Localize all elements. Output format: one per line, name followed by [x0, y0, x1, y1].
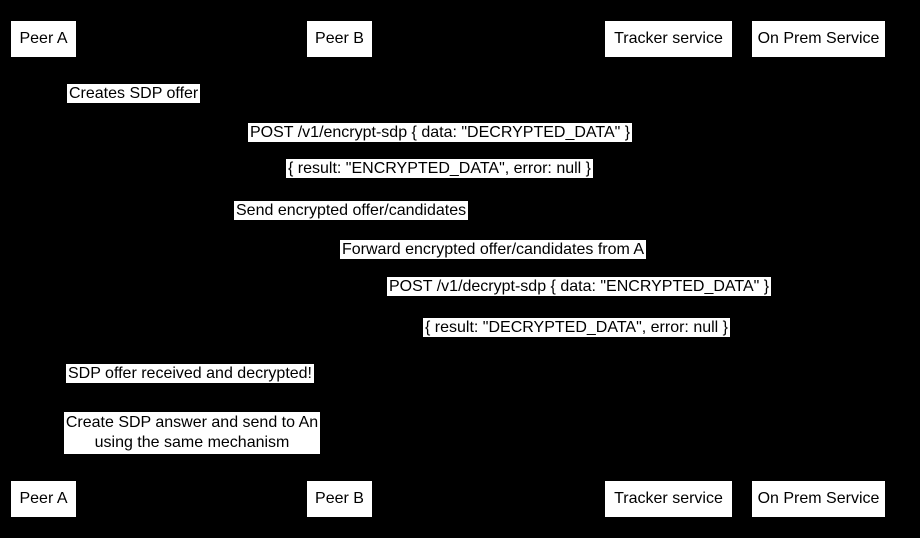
message-send-encrypted-offer: Send encrypted offer/candidates: [234, 201, 469, 220]
message-result-decrypted-data: { result: "DECRYPTED_DATA", error: null …: [423, 318, 731, 337]
note-line-2: using the same mechanism: [94, 434, 290, 451]
note-create-sdp-answer: Create SDP answer and send to An using t…: [64, 412, 320, 454]
actor-peer-a-top: Peer A: [11, 21, 76, 57]
actor-peer-b-bottom: Peer B: [307, 481, 372, 517]
message-creates-sdp-offer: Creates SDP offer: [67, 84, 201, 103]
actor-tracker-service-bottom: Tracker service: [605, 481, 732, 517]
actor-on-prem-service-bottom: On Prem Service: [752, 481, 885, 517]
actor-on-prem-service-top: On Prem Service: [752, 21, 885, 57]
actor-tracker-service-top: Tracker service: [605, 21, 732, 57]
message-post-decrypt-sdp: POST /v1/decrypt-sdp { data: "ENCRYPTED_…: [387, 277, 772, 296]
note-line-1: Create SDP answer and send to An: [65, 414, 319, 431]
message-forward-encrypted-offer: Forward encrypted offer/candidates from …: [340, 240, 647, 259]
actor-peer-b-top: Peer B: [307, 21, 372, 57]
message-result-encrypted-data: { result: "ENCRYPTED_DATA", error: null …: [286, 159, 594, 178]
message-post-encrypt-sdp: POST /v1/encrypt-sdp { data: "DECRYPTED_…: [248, 123, 633, 142]
actor-peer-a-bottom: Peer A: [11, 481, 76, 517]
message-sdp-offer-received: SDP offer received and decrypted!: [66, 364, 314, 383]
